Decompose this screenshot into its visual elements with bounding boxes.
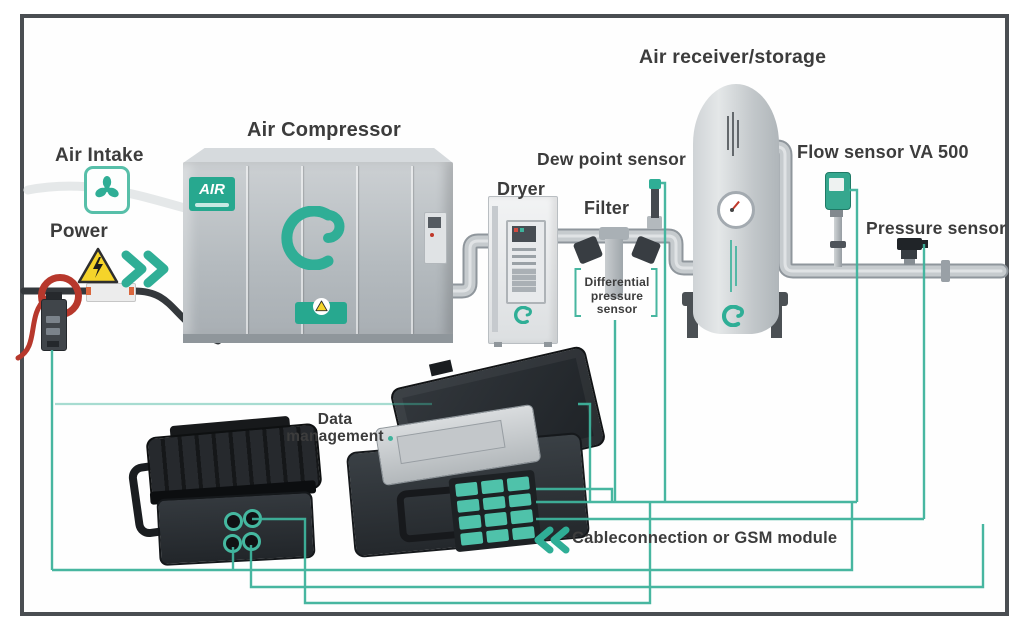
compressor-top-face — [183, 148, 453, 163]
connector-tip — [86, 287, 91, 295]
dew-point-sensor-label: Dew point sensor — [537, 149, 687, 169]
filter-label: Filter — [584, 198, 630, 218]
panel-seam — [301, 166, 303, 334]
double-chevron-left-icon — [534, 526, 570, 554]
compressor-brand-text: AIR — [199, 181, 225, 198]
filter-housing — [605, 239, 623, 299]
air-receiver-label: Air receiver/storage — [639, 46, 827, 68]
pressure-sensor-head — [897, 238, 922, 250]
dryer-foot — [494, 342, 502, 347]
dryer-display — [512, 226, 536, 242]
flow-sensor-neck — [830, 208, 843, 217]
dew-sensor-head — [649, 179, 661, 189]
clamp-port — [47, 341, 59, 347]
tank-logo-icon — [722, 305, 744, 327]
dryer-green-led — [520, 228, 524, 232]
case-connector — [224, 512, 243, 531]
dryer-red-led — [514, 228, 518, 232]
dryer-button-row — [512, 262, 536, 265]
port — [460, 530, 484, 546]
double-chevron-right-icon — [121, 250, 169, 288]
flow-sensor-ring — [830, 241, 846, 248]
panel-seam — [356, 166, 358, 334]
tank-label-mark — [737, 120, 739, 148]
port — [454, 481, 479, 497]
pressure-sensor-connector — [919, 240, 928, 248]
tank-label-mark — [727, 116, 729, 150]
dew-sensor-base — [647, 216, 662, 229]
logger-led — [388, 436, 393, 441]
dew-sensor-body — [651, 188, 659, 218]
pressure-sensor-body — [901, 249, 917, 259]
filter-cap — [599, 227, 629, 240]
warning-triangle-icon — [77, 247, 119, 284]
swirl-logo-icon — [281, 206, 345, 270]
dryer-button-row — [512, 248, 536, 251]
port — [480, 479, 505, 494]
tank-teal-mark — [730, 240, 732, 292]
case-connector — [223, 534, 242, 553]
air-intake-label: Air Intake — [55, 145, 144, 166]
pressure-sensor-label: Pressure sensor — [866, 218, 1007, 238]
port — [511, 525, 536, 541]
dryer-vent-grid — [512, 268, 536, 292]
dryer-label: Dryer — [497, 179, 546, 199]
warning-triangle-icon — [315, 300, 328, 312]
dryer-logo-icon — [514, 306, 532, 324]
compressor-display — [428, 217, 441, 228]
tank-label-mark — [732, 112, 734, 156]
case-connector — [243, 509, 262, 528]
port — [456, 498, 480, 513]
compressor-indicator-led — [430, 233, 434, 237]
data-management-label: Data management — [286, 411, 384, 445]
tank-teal-mark — [735, 246, 737, 286]
case-connector — [242, 532, 261, 551]
pressure-sensor-nut — [904, 258, 915, 265]
dryer-side-strip — [492, 206, 498, 332]
port — [484, 511, 508, 527]
gauge-icon — [717, 191, 755, 229]
air-compressor-label: Air Compressor — [247, 119, 401, 141]
dryer-button-row — [512, 255, 536, 258]
port — [485, 528, 510, 543]
panel-seam — [246, 166, 248, 334]
pipe-coupling — [941, 260, 950, 282]
tank-leg — [771, 304, 782, 338]
port — [458, 514, 482, 530]
connector-port-grid — [448, 469, 542, 553]
gauge-center — [730, 208, 734, 212]
flow-sensor-display — [829, 178, 844, 191]
port — [482, 495, 506, 511]
differential-pressure-sensor-label: Differential pressure sensor — [584, 275, 650, 316]
clamp-display — [46, 316, 60, 323]
port — [510, 509, 534, 524]
clamp-hinge — [46, 292, 62, 301]
compressor-base — [183, 334, 453, 343]
clamp-display — [46, 328, 60, 335]
port — [506, 476, 530, 492]
power-label: Power — [50, 221, 109, 242]
cable-connection-label: Cableconnection or GSM module — [572, 529, 838, 547]
tank-leg — [687, 304, 698, 338]
fan-icon — [84, 166, 130, 214]
flow-sensor-label: Flow sensor VA 500 — [797, 142, 969, 162]
panel-seam — [411, 166, 413, 334]
compressor-brand-underline — [195, 203, 229, 207]
port — [508, 492, 532, 508]
dryer-foot — [544, 342, 552, 347]
connector-tip — [129, 287, 134, 295]
